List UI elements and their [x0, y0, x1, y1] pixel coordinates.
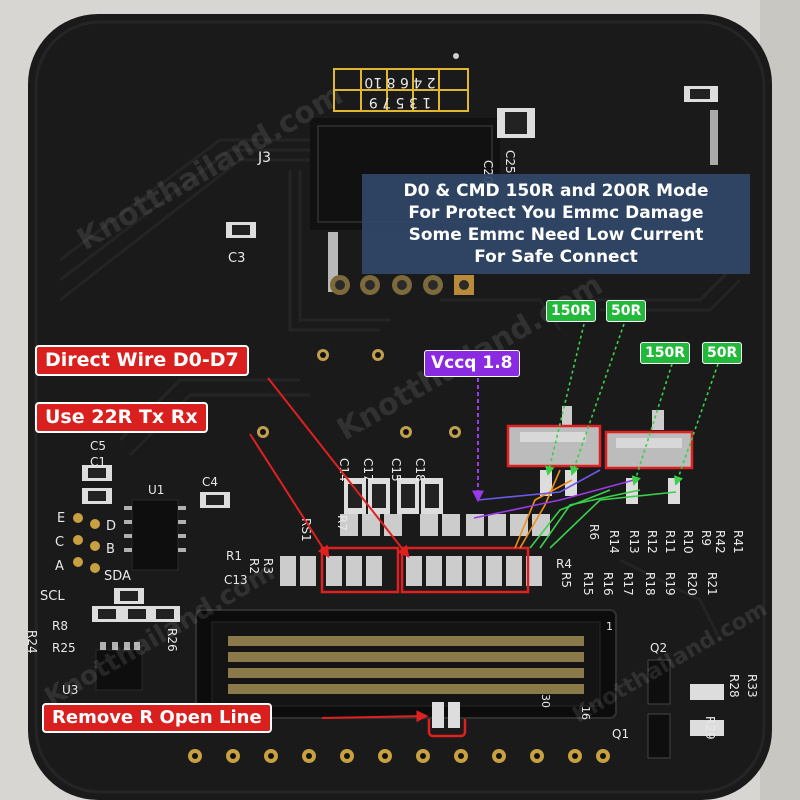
right-resistor-labels: R41 R42 R9 R10 R11 R12 R13 R14 R6 R4 R5 …	[556, 524, 745, 596]
pad-c-label: C	[55, 535, 64, 550]
q1-label: Q1	[612, 727, 629, 741]
scl-label: SCL	[40, 589, 65, 604]
callout-150r-b: 150R	[640, 342, 691, 364]
r24-label: R24	[25, 630, 39, 654]
svg-text:R42: R42	[713, 530, 727, 554]
arrow-150r-b	[631, 363, 673, 486]
pad-a-label: A	[55, 559, 64, 574]
highlight-22r-resistors	[320, 546, 400, 594]
svg-text:R4: R4	[556, 557, 572, 571]
c1-label: C1	[90, 455, 106, 469]
callout-remove-r: Remove R Open Line	[42, 703, 272, 733]
dip-switches	[506, 406, 694, 470]
callout-direct-wire: Direct Wire D0-D7	[35, 345, 249, 376]
transistors	[647, 659, 724, 759]
r7-label: R7	[335, 515, 349, 531]
u1-label: U1	[148, 483, 164, 497]
through-hole-row	[330, 275, 474, 295]
c14-label: C14	[337, 458, 351, 482]
svg-text:R21: R21	[705, 572, 719, 596]
arrow-direct-wire	[267, 377, 410, 558]
c5-label: C5	[90, 439, 106, 453]
mid-capacitors	[344, 478, 443, 514]
c3-label: C3	[228, 251, 245, 266]
info-line-3: Some Emmc Need Low Current	[408, 225, 704, 245]
j3-label: J3	[257, 150, 271, 166]
r1-label: R1	[226, 549, 242, 563]
c4-label: C4	[202, 475, 218, 489]
r25-label: R25	[52, 641, 76, 655]
svg-text:R15: R15	[581, 572, 595, 596]
bottom-through-holes	[188, 749, 610, 763]
c18-label: C18	[413, 458, 427, 482]
u1-chip	[131, 499, 179, 571]
r3-label: R3	[261, 558, 275, 574]
svg-text:R19: R19	[663, 572, 677, 596]
upper-resistor-row	[340, 514, 550, 536]
arrow-150r-a	[545, 323, 585, 476]
j3-bent-pin	[328, 232, 338, 292]
info-box: D0 & CMD 150R and 200R Mode For Protect …	[362, 174, 750, 274]
info-line-2: For Protect You Emmc Damage	[408, 203, 704, 223]
sda-label: SDA	[104, 569, 131, 584]
svg-text:R9: R9	[699, 530, 713, 546]
left-capacitors	[82, 465, 230, 508]
r28-label: R28	[727, 674, 741, 698]
socket-pin1-label: 1	[606, 620, 613, 633]
test-pads	[73, 513, 100, 573]
pad-d-label: D	[106, 519, 116, 534]
emmc-socket-pins	[228, 636, 584, 694]
c13-label: C13	[224, 573, 248, 587]
svg-text:R17: R17	[621, 572, 635, 596]
left-bottom-resistors	[92, 588, 180, 622]
info-line-1: D0 & CMD 150R and 200R Mode	[403, 181, 709, 201]
main-resistor-row	[280, 556, 542, 586]
r2-label: R2	[247, 558, 261, 574]
callout-vccq: Vccq 1.8	[424, 350, 520, 377]
u3-label: U3	[62, 683, 78, 697]
bottom-small-resistors	[432, 702, 460, 728]
c25-label: C25	[503, 150, 517, 174]
arrow-use-22r	[249, 433, 330, 559]
arrow-50r-a	[569, 323, 625, 476]
q2-label: Q2	[650, 641, 667, 655]
jumper-wires	[473, 469, 677, 549]
svg-text:R18: R18	[643, 572, 657, 596]
info-line-4: For Safe Connect	[474, 247, 638, 267]
svg-text:R11: R11	[663, 530, 677, 554]
svg-text:R5: R5	[559, 572, 573, 588]
svg-text:R12: R12	[645, 530, 659, 554]
pad-e-label: E	[57, 511, 65, 526]
svg-text:R13: R13	[627, 530, 641, 554]
svg-text:R10: R10	[681, 530, 695, 554]
via-holes	[257, 53, 461, 438]
c15-label: C15	[389, 458, 403, 482]
callout-150r-a: 150R	[546, 300, 597, 322]
r29-label: R29	[703, 716, 717, 740]
svg-text:R14: R14	[607, 530, 621, 554]
svg-text:R16: R16	[601, 572, 615, 596]
header-top-numbers: 2 4 6 8 10	[364, 74, 435, 90]
r33-label: R33	[745, 674, 759, 698]
svg-text:R41: R41	[731, 530, 745, 554]
header-bottom-numbers: 1 3 5 7 9	[369, 94, 431, 110]
u3-chip	[95, 649, 143, 691]
highlight-direct-wire	[400, 546, 530, 594]
callout-use-22r: Use 22R Tx Rx	[35, 402, 208, 433]
rs1-label: RS1	[299, 518, 313, 542]
callout-50r-b: 50R	[702, 342, 743, 364]
socket-pin16-label: 16	[579, 706, 592, 720]
svg-text:R20: R20	[685, 572, 699, 596]
socket-pin30-label: 30	[539, 694, 552, 708]
r8-label: R8	[52, 619, 68, 633]
pad-b-label: B	[106, 542, 115, 557]
c17-label: C17	[361, 458, 375, 482]
smd-capacitors-top	[226, 86, 718, 238]
r26-label: R26	[165, 628, 179, 652]
svg-text:R6: R6	[587, 524, 601, 540]
callout-50r-a: 50R	[606, 300, 647, 322]
arrow-remove-r	[321, 710, 429, 723]
